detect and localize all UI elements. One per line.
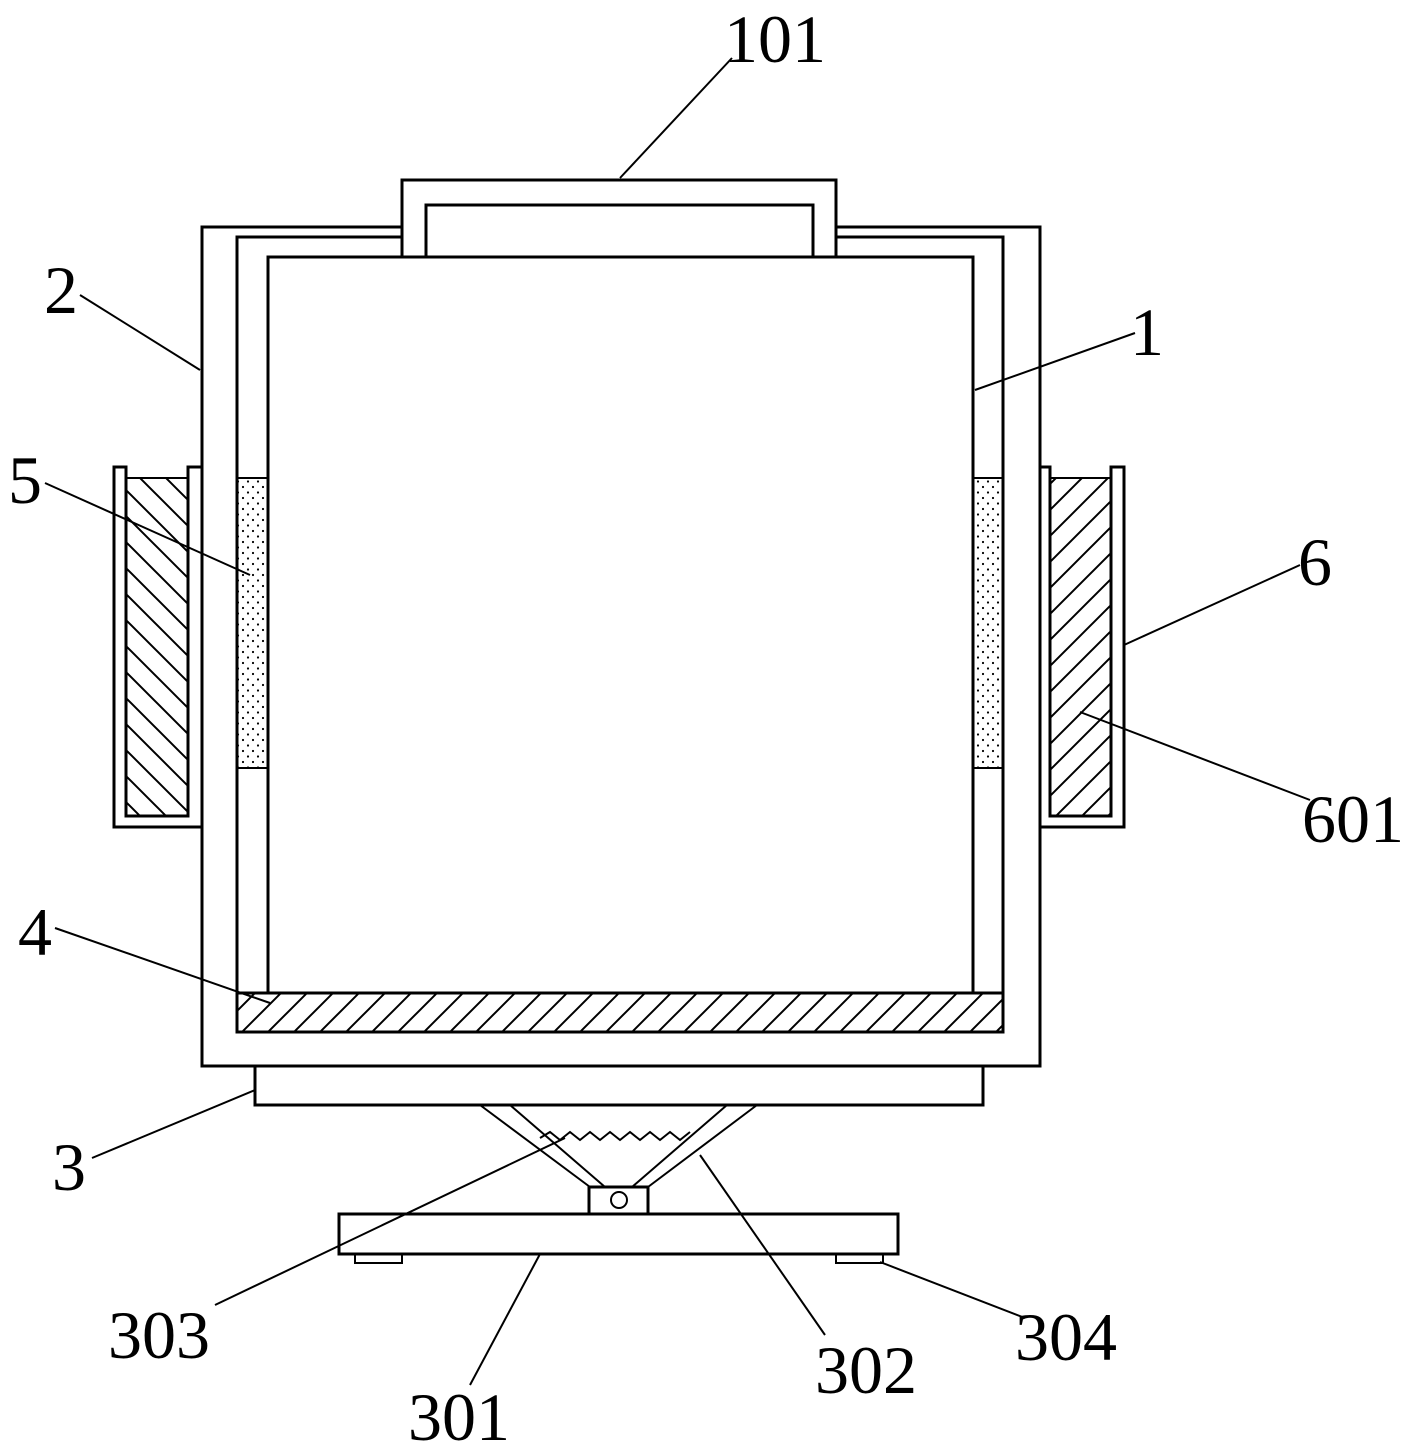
outer-housing	[200, 225, 1042, 1068]
label-301: 301	[408, 1379, 510, 1455]
base-plate	[253, 1064, 985, 1107]
label-4: 4	[18, 894, 52, 970]
foot-left	[354, 1253, 403, 1264]
funnel-support	[479, 1104, 758, 1188]
inner-box	[266, 255, 975, 995]
label-1: 1	[1130, 294, 1164, 370]
label-6: 6	[1298, 524, 1332, 600]
side-pocket-left	[112, 465, 202, 829]
label-304: 304	[1015, 1299, 1117, 1375]
label-302: 302	[815, 1332, 917, 1408]
label-3: 3	[52, 1129, 86, 1205]
handle	[400, 178, 838, 256]
leader-lines	[44, 57, 1311, 1386]
label-303: 303	[108, 1297, 210, 1373]
bottom-plate	[235, 991, 1005, 1034]
label-2: 2	[44, 252, 78, 328]
ground-base	[337, 1212, 900, 1256]
pivot-block	[587, 1185, 650, 1216]
side-pocket-right	[1040, 465, 1126, 829]
label-601: 601	[1302, 781, 1404, 857]
label-5: 5	[8, 442, 42, 518]
label-101: 101	[724, 1, 826, 77]
foot-right	[835, 1253, 884, 1264]
dotted-liner-right	[972, 477, 1004, 769]
dotted-liner-left	[236, 477, 269, 769]
